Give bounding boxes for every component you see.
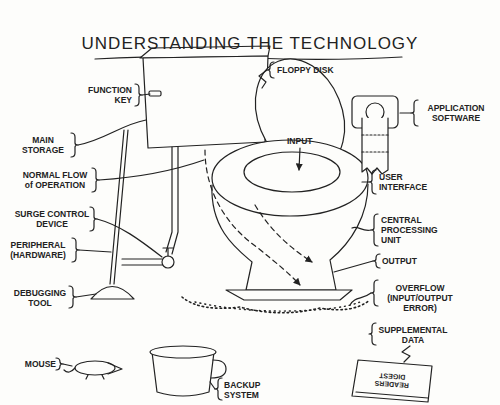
toilet-tank [143, 56, 268, 148]
callout-label: FUNCTION KEY [72, 85, 132, 105]
mouse-head [108, 363, 122, 374]
paper-sheet [362, 118, 388, 174]
seat-opening [244, 152, 340, 192]
leader-line [400, 112, 411, 113]
overflow-puddle [195, 302, 360, 311]
bracket [369, 170, 376, 194]
magazine [352, 360, 432, 402]
leader-line [362, 181, 369, 182]
bracket [72, 238, 79, 262]
valve [162, 256, 174, 268]
bracket [56, 358, 63, 370]
bracket [371, 280, 378, 306]
callout-label: NORMAL FLOW of OPERATION [20, 170, 90, 190]
magazine-title: READERS DIGEST [366, 370, 419, 390]
callout-label: CENTRAL PROCESSING UNIT [381, 215, 447, 245]
bracket [215, 378, 222, 400]
leader-line [210, 382, 215, 389]
leader-line [402, 346, 410, 362]
bracket [369, 323, 376, 345]
valve-knob [163, 248, 173, 256]
leader-line [76, 294, 96, 297]
bracket [92, 168, 99, 192]
bracket [90, 207, 97, 231]
bracket [71, 133, 78, 157]
leader-line [63, 364, 72, 366]
bracket [411, 100, 418, 126]
callout-label: SUPPLEMENTAL DATA [378, 325, 448, 345]
callout-label: FLOPPY DISK [277, 65, 357, 75]
callout-label: APPLICATION SOFTWARE [420, 103, 492, 123]
callout-label: SURGE CONTROL DEVICE [14, 209, 90, 229]
paper-perforation [362, 135, 388, 152]
callout-label: USER INTERFACE [379, 172, 437, 192]
bracket [69, 286, 76, 308]
diagram-title: UNDERSTANDING THE TECHNOLOGY [0, 34, 500, 54]
leader-line [99, 160, 204, 180]
callout-label: OUTPUT [382, 256, 432, 266]
leader-line [79, 250, 111, 252]
leader-line [78, 120, 146, 145]
callout-label: DEBUGGING TOOL [12, 288, 68, 308]
callout-label: MAIN STORAGE [16, 135, 70, 155]
bracket [373, 254, 380, 268]
callout-label: BACKUP SYSTEM [224, 380, 280, 400]
pot-rim [150, 346, 216, 358]
bracket [267, 62, 274, 78]
leader-line [259, 70, 267, 88]
callout-label: MOUSE [18, 359, 56, 369]
toilet-base [226, 290, 352, 300]
bracket [371, 214, 378, 246]
callout-label: INPUT [287, 136, 327, 146]
input-arrow [299, 148, 300, 170]
bracket [135, 84, 142, 106]
magazine-edge [356, 392, 428, 398]
leader-line [142, 94, 150, 95]
flush-handle [149, 91, 161, 96]
wall-pipe [122, 259, 162, 265]
leader-line [350, 293, 371, 305]
callout-label: PERIPHERAL (HARDWARE) [4, 240, 72, 260]
toilet-seat [212, 140, 368, 216]
callout-label: OVERFLOW (INPUT/OUTPUT ERROR) [380, 283, 460, 313]
mouse-tail [64, 368, 75, 372]
leader-line [334, 261, 373, 272]
flow-line [255, 205, 312, 262]
plunger-cup [91, 287, 134, 300]
leader-line [352, 227, 371, 230]
flow-line [205, 150, 300, 285]
pot-handle [211, 360, 226, 378]
mouse-legs [86, 375, 104, 379]
supply-pipe [166, 146, 178, 254]
plunger-handle [110, 130, 128, 284]
